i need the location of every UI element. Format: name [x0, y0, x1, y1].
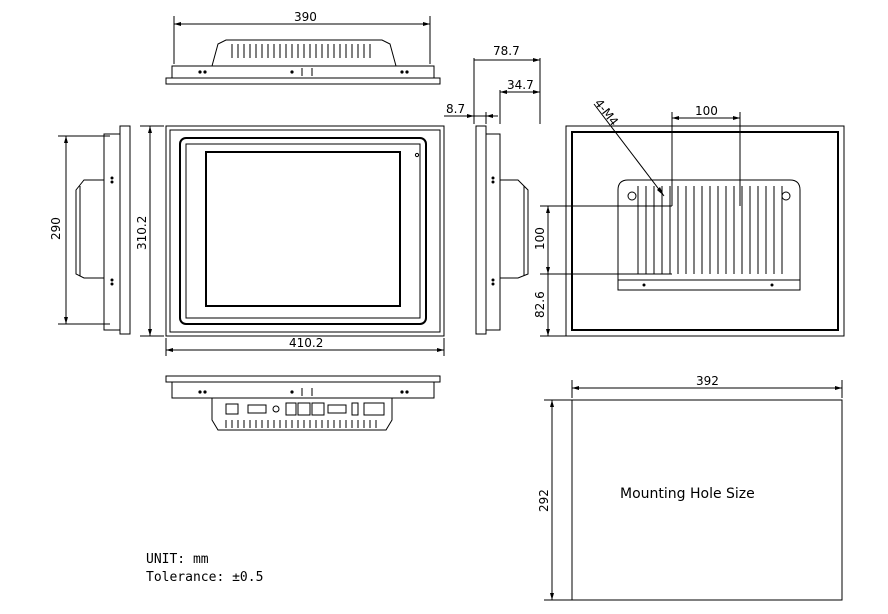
dim-vesa-horizontal: 100: [695, 104, 718, 118]
rear-fins: [637, 186, 783, 274]
dim-vesa-screw: 4-M4: [592, 96, 621, 128]
dim-bezel-depth: 8.7: [446, 102, 465, 116]
dim-top-width: 390: [294, 10, 317, 24]
dim-front-height-inner: 290: [49, 217, 63, 240]
top-fins: [231, 44, 371, 58]
dim-vesa-vertical: 100: [533, 227, 547, 250]
front-view: 310.2 410.2: [135, 125, 445, 356]
bottom-fins: [225, 420, 377, 428]
panel-cutout: 392 292 Mounting Hole Size: [537, 374, 843, 601]
dim-side-depth-body: 34.7: [507, 78, 534, 92]
dim-front-height-outer: 310.2: [135, 216, 149, 250]
unit-note: UNIT: mm: [146, 552, 209, 567]
dim-side-depth-total: 78.7: [493, 44, 520, 58]
dim-vesa-offset: 82.6: [533, 291, 547, 318]
cutout-label: Mounting Hole Size: [620, 486, 755, 502]
rear-view: 100 100 82.6 4-M4: [533, 96, 845, 337]
top-view: 390: [165, 10, 441, 85]
io-ports: [225, 402, 385, 416]
dim-front-width: 410.2: [289, 336, 323, 350]
right-side-view: 78.7 34.7 8.7: [444, 44, 541, 335]
left-side-view: 290: [49, 125, 131, 335]
tolerance-note: Tolerance: ±0.5: [146, 570, 263, 585]
dim-cutout-width: 392: [696, 374, 719, 388]
dim-cutout-height: 292: [537, 489, 551, 512]
bottom-view: [165, 375, 441, 431]
